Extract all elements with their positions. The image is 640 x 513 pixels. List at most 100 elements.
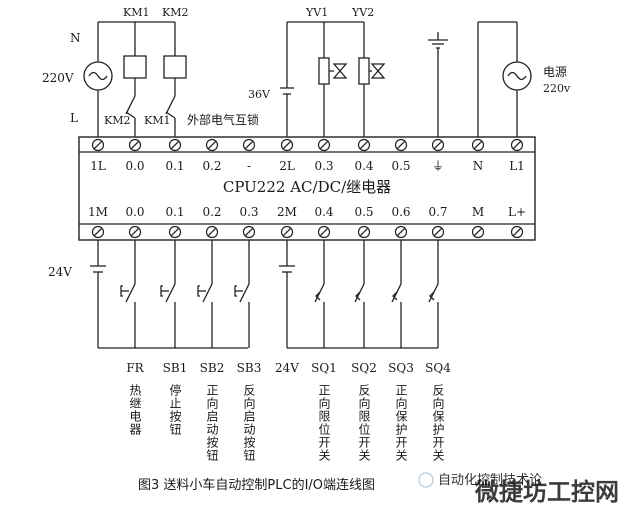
figure-caption: 图3 送料小车自动控制PLC的I/O端连线图 xyxy=(138,477,375,493)
top-terminal-screw xyxy=(205,138,219,152)
km-coils xyxy=(123,22,187,141)
input-circuit-left xyxy=(90,240,248,349)
bottom-terminal-label: M xyxy=(472,205,484,219)
push-button-switch xyxy=(160,240,176,348)
top-terminal-label: N xyxy=(473,159,484,173)
top-terminal-label: 0.1 xyxy=(165,159,184,173)
label-km2-coil: KM2 xyxy=(162,6,188,19)
top-terminal-screw xyxy=(431,138,445,152)
top-terminal-label: 2L xyxy=(279,159,295,173)
limit-switch xyxy=(314,240,325,348)
limit-switch xyxy=(391,240,402,348)
input-switches xyxy=(120,240,250,348)
device-code: SQ3 xyxy=(388,361,414,375)
bottom-terminal-label: 0.6 xyxy=(391,205,410,219)
top-terminal-label: 0.2 xyxy=(202,159,221,173)
watermark-logo-icon xyxy=(418,472,434,488)
bottom-terminal-label: 2M xyxy=(277,205,297,219)
bottom-terminal-label: 0.2 xyxy=(202,205,221,219)
label-power-220v: 220v xyxy=(543,82,571,95)
label-km1-coil: KM1 xyxy=(123,6,149,19)
top-terminal-label: 0.4 xyxy=(354,159,373,173)
device-code: 24V xyxy=(275,361,299,375)
top-terminal-screw xyxy=(242,138,256,152)
device-code: SB1 xyxy=(163,361,188,375)
label-N: N xyxy=(70,31,81,45)
top-terminal-screw xyxy=(168,138,182,152)
bottom-terminal-screw xyxy=(357,225,371,239)
device-code: SQ4 xyxy=(425,361,451,375)
label-km2-contact: KM2 xyxy=(104,114,130,127)
label-interlock: 外部电气互锁 xyxy=(187,112,259,127)
device-description: 停止按钮 xyxy=(168,383,182,436)
limit-switches xyxy=(314,240,439,348)
limit-switch xyxy=(428,240,439,348)
device-code: FR xyxy=(126,361,144,375)
bottom-terminal-label: 0.3 xyxy=(239,205,258,219)
top-terminal-screw xyxy=(510,138,524,152)
top-terminal-label: - xyxy=(247,159,251,173)
label-km1-contact: KM1 xyxy=(144,114,170,127)
bottom-terminal-screw xyxy=(471,225,485,239)
bottom-terminal-screw xyxy=(394,225,408,239)
top-terminal-screw xyxy=(128,138,142,152)
push-button-switch xyxy=(234,240,250,348)
bottom-terminal-screw xyxy=(91,225,105,239)
device-description: 反向保护开关 xyxy=(431,384,445,462)
bottom-terminal-screw xyxy=(128,225,142,239)
right-ac-source xyxy=(477,21,532,141)
push-button-switch xyxy=(197,240,213,348)
label-24v-left: 24V xyxy=(48,265,72,279)
top-terminal-screw xyxy=(91,138,105,152)
bottom-terminal-label: 0.7 xyxy=(428,205,447,219)
device-description: 正向启动按钮 xyxy=(205,384,219,462)
bottom-terminal-label: 0.5 xyxy=(354,205,373,219)
label-220v-left: 220V xyxy=(42,71,74,85)
left-ac-source xyxy=(83,21,175,141)
limit-switch xyxy=(354,240,365,348)
label-36v: 36V xyxy=(248,88,271,101)
label-yv1: YV1 xyxy=(305,6,328,19)
bottom-terminal-screw xyxy=(317,225,331,239)
label-power: 电源 xyxy=(543,65,567,79)
bottom-terminal-label: 1M xyxy=(88,205,108,219)
top-terminal-label: ⏚ xyxy=(432,159,444,173)
device-code: SQ2 xyxy=(351,361,377,375)
top-terminal-screw xyxy=(394,138,408,152)
top-terminal-label: 0.3 xyxy=(314,159,333,173)
device-description: 反向启动按钮 xyxy=(242,384,256,462)
watermark-big: 微捷坊工控网 xyxy=(474,478,619,506)
ground-circuit xyxy=(428,32,448,141)
bottom-terminal-screw xyxy=(510,225,524,239)
input-circuit-right xyxy=(279,240,438,349)
push-button-switch xyxy=(120,240,136,348)
top-terminal-label: 0.0 xyxy=(125,159,144,173)
device-code: SB3 xyxy=(237,361,262,375)
watermark-small: 自动化控制技术论 xyxy=(438,473,542,488)
cpu-title: CPU222 AC/DC/继电器 xyxy=(223,178,391,196)
top-terminal-label: 1L xyxy=(90,159,106,173)
bottom-terminal-label: L+ xyxy=(508,205,526,219)
top-terminal-label: 0.5 xyxy=(391,159,410,173)
plc-body xyxy=(78,136,536,241)
device-description: 正向限位开关 xyxy=(317,384,331,462)
top-terminal-screw xyxy=(317,138,331,152)
bottom-terminal-screw xyxy=(242,225,256,239)
bottom-terminal-screw xyxy=(280,225,294,239)
bottom-terminal-label: 0.4 xyxy=(314,205,333,219)
device-description: 正向保护开关 xyxy=(394,384,408,462)
bottom-terminal-screw xyxy=(168,225,182,239)
device-description: 反向限位开关 xyxy=(357,384,371,462)
bottom-terminal-label: 0.0 xyxy=(125,205,144,219)
bottom-terminal-screw xyxy=(205,225,219,239)
top-terminal-screw xyxy=(280,138,294,152)
label-yv2: YV2 xyxy=(351,6,374,19)
device-code: SQ1 xyxy=(311,361,337,375)
label-L: L xyxy=(70,111,78,125)
valve-circuit xyxy=(280,21,386,141)
device-code: SB2 xyxy=(200,361,225,375)
bottom-terminal-screw xyxy=(431,225,445,239)
